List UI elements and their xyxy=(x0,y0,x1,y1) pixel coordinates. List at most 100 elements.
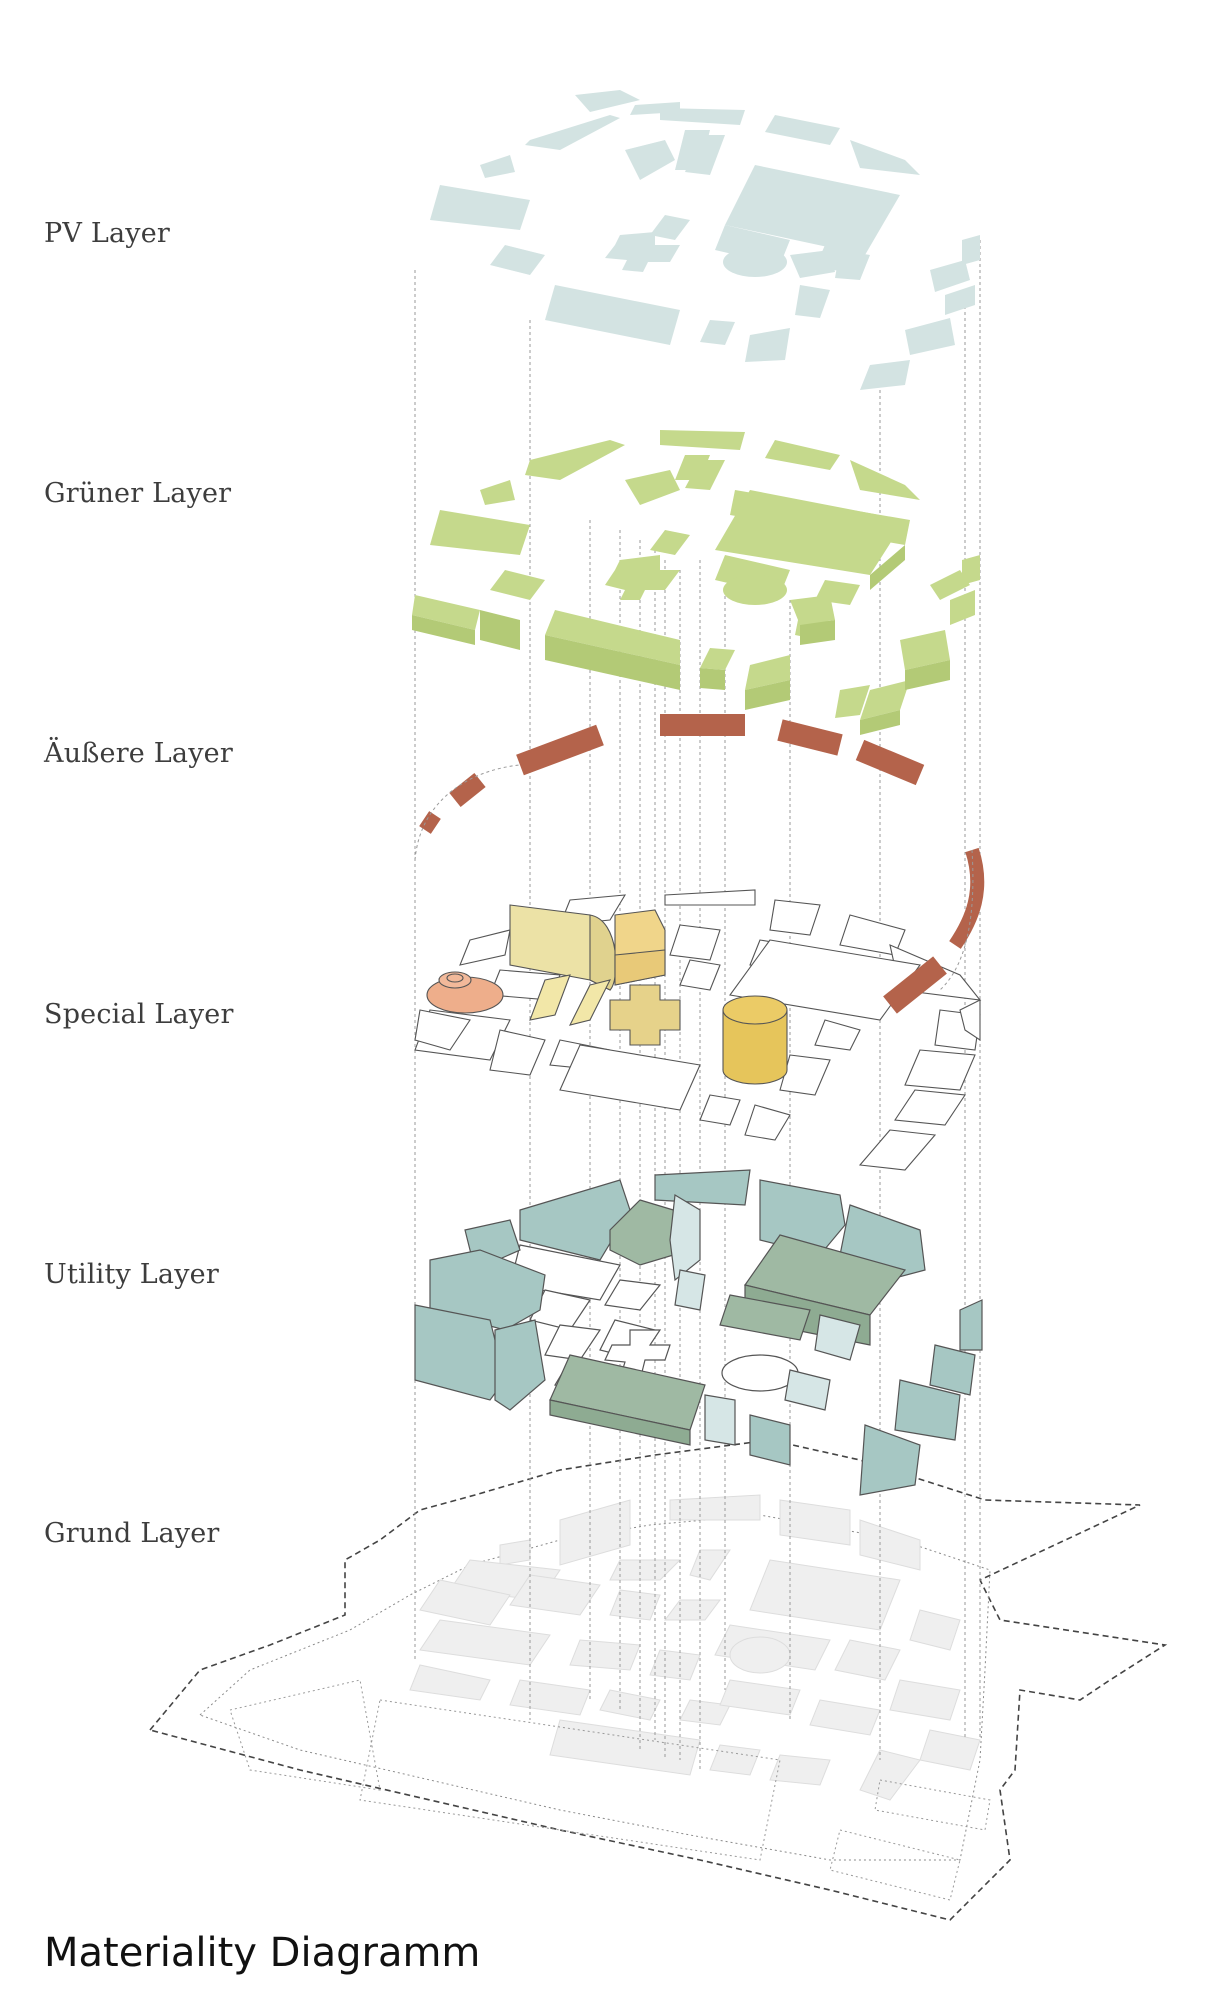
pv-panel xyxy=(745,328,790,362)
green-block xyxy=(900,630,950,670)
grund-block xyxy=(769,1754,831,1786)
green-side xyxy=(480,610,520,650)
grund-block xyxy=(709,1744,761,1776)
pv-panel xyxy=(480,155,515,178)
green-block xyxy=(625,470,680,505)
grund-block xyxy=(669,1494,761,1521)
special-outline xyxy=(779,1054,831,1096)
pv-panel xyxy=(860,360,910,390)
outer-ring-segment xyxy=(777,719,843,756)
pv-panel xyxy=(945,285,975,315)
pv-panel xyxy=(545,285,680,345)
green-block xyxy=(525,440,625,480)
outer-ring-segment xyxy=(516,724,604,776)
pv-panel xyxy=(835,250,870,280)
grund-block xyxy=(909,1609,961,1651)
green-side xyxy=(412,615,475,645)
layer-label-pv: PV Layer xyxy=(44,218,171,249)
green-block xyxy=(605,555,680,600)
pv-panel xyxy=(525,115,620,150)
utility-block xyxy=(704,1394,736,1446)
pv-panel xyxy=(650,215,690,240)
layer-label-gruener: Grüner Layer xyxy=(44,478,232,509)
grund-circle xyxy=(729,1636,791,1674)
grund-lot xyxy=(229,1679,381,1791)
grund-block xyxy=(679,1699,731,1726)
green-side xyxy=(870,545,905,590)
special-building xyxy=(589,914,617,991)
green-block xyxy=(815,580,860,605)
grund-block xyxy=(559,1499,631,1566)
layer-label-utility: Utility Layer xyxy=(44,1259,219,1290)
outer-ring-segment xyxy=(949,847,985,949)
special-outline xyxy=(679,959,721,991)
grund-block xyxy=(499,1539,531,1566)
outer-ring-segment xyxy=(855,739,925,786)
grund-block xyxy=(809,1699,881,1736)
special-outline xyxy=(814,1019,861,1051)
grund-block xyxy=(509,1679,591,1716)
special-disc-dot xyxy=(446,973,464,983)
layer-label-aussere: Äußere Layer xyxy=(44,738,233,769)
utility-outline xyxy=(604,1279,662,1311)
special-outline xyxy=(904,1049,976,1091)
green-block xyxy=(660,430,745,450)
green-block xyxy=(930,570,970,600)
pv-panel xyxy=(725,165,900,255)
grund-block xyxy=(549,1719,701,1776)
utility-block xyxy=(814,1314,861,1361)
utility-outline xyxy=(544,1324,602,1361)
special-outline xyxy=(769,899,821,936)
outer-ring-segment xyxy=(883,956,947,1014)
green-side xyxy=(545,635,680,690)
pv-panel xyxy=(660,108,745,125)
grund-block xyxy=(649,1649,701,1681)
green-block xyxy=(490,570,545,600)
green-circle xyxy=(723,575,787,605)
utility-block xyxy=(549,1399,691,1446)
pv-panel xyxy=(685,135,725,175)
site-boundary xyxy=(148,1439,1168,1921)
guide-lines xyxy=(414,240,981,1770)
pv-panel xyxy=(605,232,680,272)
grund-lot xyxy=(829,1829,961,1901)
green-side xyxy=(860,710,900,735)
utility-block xyxy=(859,1424,921,1496)
green-block xyxy=(545,610,680,665)
green-block xyxy=(835,685,870,718)
utility-block xyxy=(784,1369,831,1411)
green-block xyxy=(430,510,530,555)
pv-panel xyxy=(700,320,735,345)
aussere-layer xyxy=(419,714,985,1014)
pv-panel xyxy=(575,90,640,112)
gruener-layer xyxy=(412,430,980,735)
utility-block xyxy=(959,1299,983,1351)
special-building xyxy=(609,984,681,1046)
diagram-title: Materiality Diagramm xyxy=(44,1930,481,1976)
utility-block xyxy=(654,1169,751,1206)
pv-panel xyxy=(490,245,545,275)
utility-layer xyxy=(414,1169,983,1496)
grund-block xyxy=(569,1639,641,1671)
green-block xyxy=(962,555,980,585)
pv-panel xyxy=(630,102,680,115)
pv-panel xyxy=(795,285,830,318)
grund-block xyxy=(419,1579,511,1626)
special-outline xyxy=(664,889,756,906)
special-outline xyxy=(669,924,721,961)
utility-block xyxy=(894,1379,961,1441)
green-block xyxy=(412,595,480,630)
grund-block xyxy=(719,1679,801,1716)
special-outline xyxy=(459,929,511,966)
green-block xyxy=(715,490,905,575)
grund-lot xyxy=(359,1699,781,1861)
green-side xyxy=(700,668,725,690)
special-outline xyxy=(699,1094,741,1126)
utility-block xyxy=(669,1194,701,1282)
special-outline xyxy=(559,1044,701,1111)
grund-block xyxy=(859,1749,921,1801)
green-block xyxy=(950,590,975,625)
special-disc-inner xyxy=(438,971,472,989)
grund-block xyxy=(664,1599,721,1621)
